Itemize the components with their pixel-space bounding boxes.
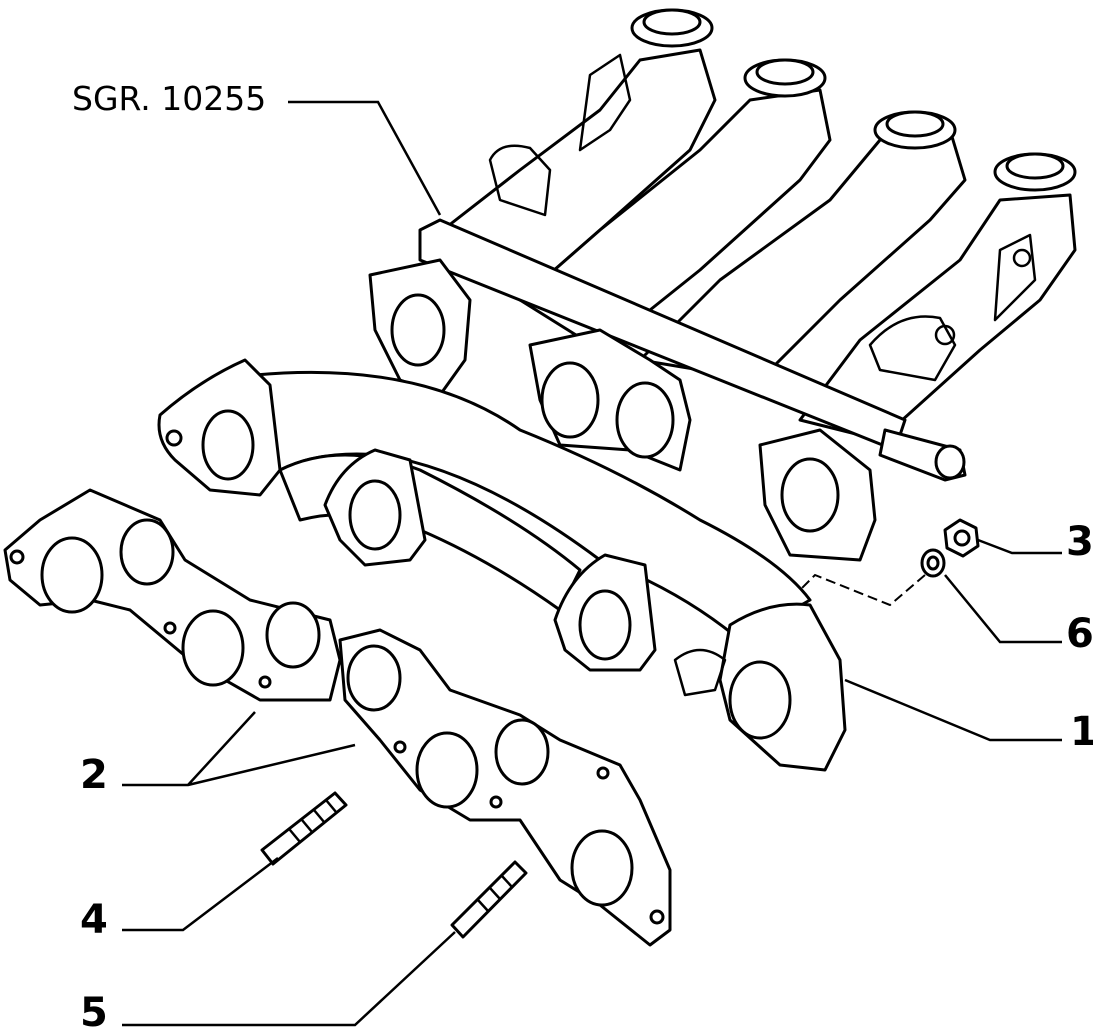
intake-manifold (368, 8, 1077, 562)
gasket-rear (3, 488, 342, 702)
leader-6 (944, 574, 1062, 644)
assembly-axis-line (799, 573, 926, 607)
callout-1: 1 (1070, 709, 1093, 755)
exhaust-manifold (157, 358, 847, 772)
gasket-front (338, 628, 672, 947)
leader-3 (977, 538, 1062, 555)
leader-1 (844, 678, 1062, 742)
leader-sgr (288, 100, 442, 216)
leader-2 (122, 711, 356, 787)
stud-4 (260, 791, 348, 866)
callout-5: 5 (80, 990, 108, 1028)
leader-5 (122, 931, 456, 1027)
group-reference-label: SGR. 10255 (72, 79, 266, 118)
callout-2: 2 (80, 752, 108, 798)
callout-6: 6 (1066, 611, 1093, 657)
stud-5 (450, 860, 528, 939)
leader-4 (122, 857, 279, 932)
callout-3: 3 (1066, 519, 1093, 565)
callout-4: 4 (80, 897, 108, 943)
washer-6 (920, 548, 946, 578)
nut-3 (943, 518, 980, 558)
